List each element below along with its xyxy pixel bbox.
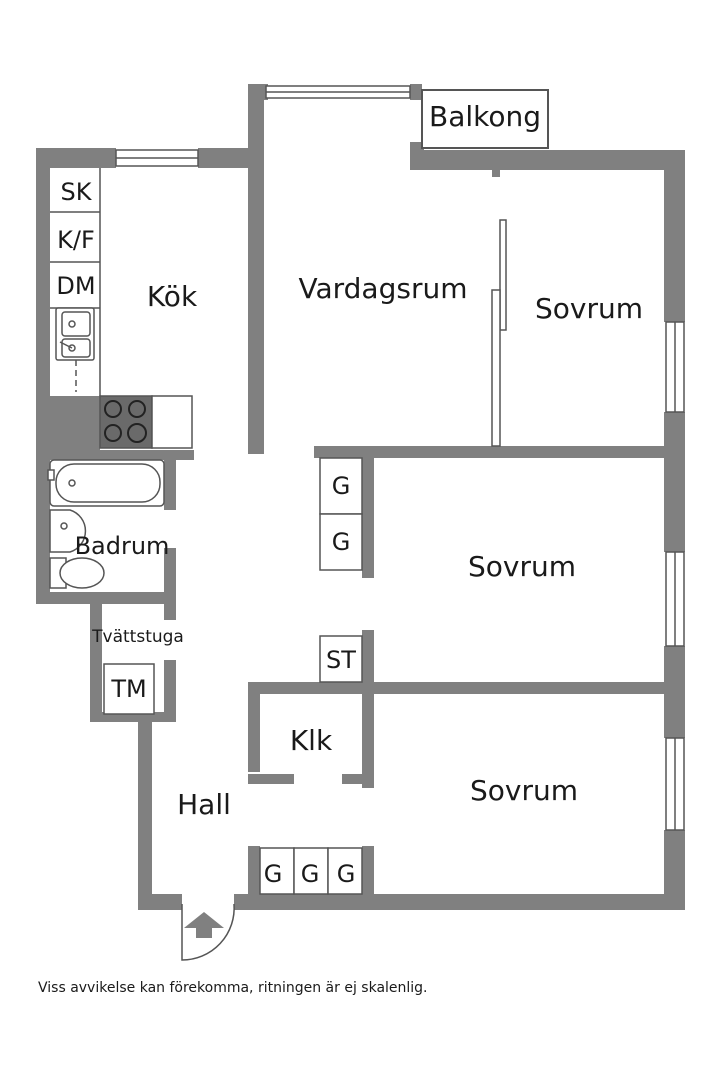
closet-label-g: G (332, 472, 351, 500)
room-label-kok: Kök (147, 280, 198, 313)
wall (410, 150, 685, 170)
room-label-badrum: Badrum (75, 532, 170, 560)
closet-label-g: G (301, 860, 320, 888)
washing-machine-box: TM (103, 663, 155, 715)
windows (115, 85, 685, 831)
stove (99, 395, 153, 449)
fixture-label-sk: SK (61, 178, 93, 206)
window-sovrum-3 (665, 737, 685, 831)
fixture-label-kf: K/F (57, 226, 95, 254)
room-label-klk: Klk (290, 724, 333, 757)
wall (248, 84, 264, 454)
window-sovrum-1 (665, 321, 685, 413)
closet-g-2 (319, 513, 363, 571)
wall (664, 412, 685, 552)
closet-label-g: G (264, 860, 283, 888)
room-label-sovrum-1: Sovrum (535, 292, 643, 325)
wall (362, 682, 374, 788)
wall (248, 682, 260, 772)
wall (164, 450, 176, 510)
closet-g-4 (293, 847, 329, 895)
wall (36, 148, 50, 603)
fixture-label-dm: DM (56, 272, 95, 300)
closet-g-5 (327, 847, 363, 895)
entrance-arrow-icon (184, 912, 224, 938)
wall (362, 630, 374, 690)
counter (151, 395, 193, 449)
room-label-hall: Hall (177, 788, 231, 821)
wall (36, 592, 176, 604)
room-label-sovrum-3: Sovrum (470, 774, 578, 807)
room-label-sovrum-2: Sovrum (468, 550, 576, 583)
closet-g-1 (319, 457, 363, 515)
wall (664, 150, 685, 322)
wall (36, 450, 194, 460)
kitchen-fixtures (50, 168, 193, 449)
wall (90, 712, 176, 722)
sink (55, 307, 95, 361)
wall (664, 830, 685, 910)
wall (36, 148, 116, 168)
wall (36, 396, 100, 454)
disclaimer-text: Viss avvikelse kan förekomma, ritningen … (38, 980, 428, 996)
window-kitchen-top (115, 149, 199, 167)
walls (36, 84, 685, 910)
wall (362, 454, 374, 578)
closet-label-st: ST (326, 646, 356, 674)
closet-label-g: G (337, 860, 356, 888)
toilet (49, 557, 105, 589)
closet-label-g: G (332, 528, 351, 556)
wall (234, 894, 685, 910)
bathtub (47, 459, 165, 507)
wall (248, 682, 684, 694)
closets (259, 457, 363, 895)
fixture-label-tm: TM (110, 675, 146, 703)
wall (248, 84, 268, 100)
wall (248, 774, 294, 784)
room-label-vardagsrum: Vardagsrum (299, 272, 468, 305)
entrance-door (181, 903, 235, 961)
window-living-top (265, 85, 411, 99)
window-sovrum-2 (665, 551, 685, 647)
wall (138, 718, 152, 908)
wall (410, 84, 422, 100)
sliding-door (491, 219, 507, 447)
bathroom-fixtures (47, 459, 165, 589)
closet-st (319, 635, 363, 683)
balcony: Balkong (421, 89, 549, 149)
wall (342, 774, 374, 784)
room-label-tvattstuga: Tvättstuga (91, 627, 184, 647)
room-label-balkong: Balkong (429, 100, 541, 133)
wall (492, 165, 500, 177)
wall (314, 446, 684, 458)
wall (90, 598, 102, 718)
washbasin (49, 509, 87, 553)
wall (198, 148, 262, 168)
wall (362, 846, 374, 902)
wall (248, 846, 260, 902)
wall (164, 660, 176, 720)
